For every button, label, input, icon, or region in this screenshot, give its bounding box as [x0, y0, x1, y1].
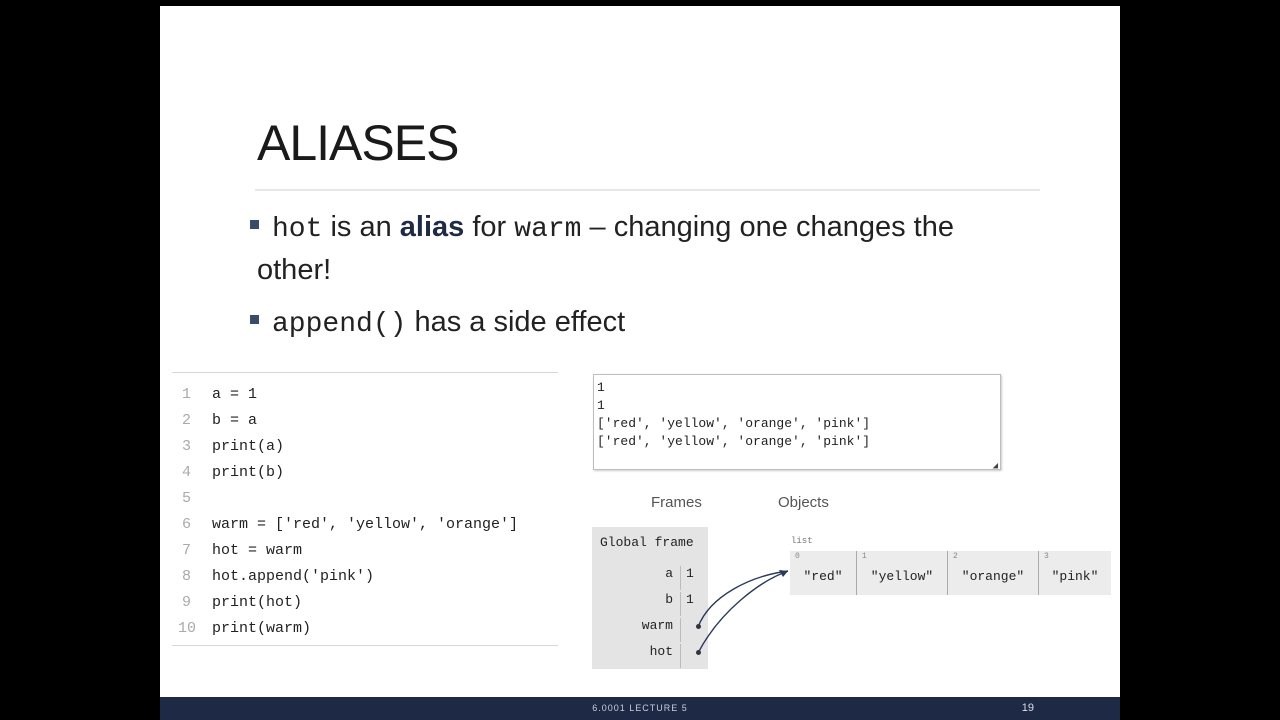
- list-index: 1: [862, 552, 867, 561]
- list-cell: 3"pink": [1039, 551, 1111, 595]
- list-cell: 2"orange": [948, 551, 1039, 595]
- objects-header: Objects: [778, 494, 829, 511]
- code-warm: warm: [514, 214, 582, 245]
- list-cell: 0"red": [790, 551, 857, 595]
- page-number: 19: [1021, 702, 1034, 714]
- text: – changing one changes the: [581, 211, 954, 243]
- line-number: 1: [182, 386, 192, 403]
- bullet-alias: hot is an alias for warm – changing one …: [250, 207, 1050, 290]
- line-number: 9: [182, 594, 192, 611]
- line-number: 10: [178, 620, 197, 637]
- code-source: print(warm): [212, 620, 312, 637]
- frame-var-a: a 1: [592, 566, 708, 592]
- bullet-square-icon: [250, 220, 259, 229]
- list-value: "pink": [1051, 569, 1099, 584]
- reference-arrows: [697, 570, 789, 654]
- text: has a side effect: [406, 306, 626, 338]
- list-value: "yellow": [870, 569, 934, 584]
- resize-handle-icon[interactable]: ◢: [992, 461, 998, 471]
- line-number: 3: [182, 438, 192, 455]
- bullet-append: append() has a side effect: [250, 302, 625, 345]
- slide: ALIASES hot is an alias for warm – chang…: [160, 6, 1120, 720]
- slide-title: ALIASES: [257, 115, 459, 171]
- warm-arrow: [697, 570, 789, 628]
- footer-text: 6.0001 LECTURE 5: [592, 703, 688, 713]
- list-index: 0: [795, 552, 800, 561]
- line-number: 2: [182, 412, 192, 429]
- var-value: 1: [686, 592, 694, 607]
- list-index: 2: [953, 552, 958, 561]
- list-type-label: list: [791, 536, 813, 546]
- code-source: print(b): [212, 464, 285, 481]
- code-source: a = 1: [212, 386, 258, 403]
- list-object: 0"red" 1"yellow" 2"orange" 3"pink": [790, 551, 1111, 595]
- output-line: ['red', 'yellow', 'orange', 'pink']: [597, 416, 871, 431]
- frame-title: Global frame: [600, 535, 694, 550]
- bullet-text: append() has a side effect: [272, 302, 625, 345]
- frames-header: Frames: [651, 494, 702, 511]
- code-source: print(a): [212, 438, 285, 455]
- output-line: ['red', 'yellow', 'orange', 'pink']: [597, 434, 871, 449]
- code-panel: 1 a = 1 2 b = a 3 print(a) 4 print(b) 5 6 war…: [172, 372, 558, 646]
- output-line: 1: [597, 398, 605, 413]
- var-name: a: [665, 566, 673, 581]
- bold-alias: alias: [399, 211, 465, 243]
- code-source: warm = ['red', 'yellow', 'orange']: [212, 516, 519, 533]
- arrowhead-icon: [779, 570, 788, 577]
- list-cell: 1"yellow": [857, 551, 948, 595]
- bullet-square-icon: [250, 315, 259, 324]
- text: is an: [322, 211, 400, 243]
- code-source: hot.append('pink'): [212, 568, 375, 585]
- divider: [680, 566, 681, 590]
- line-number: 4: [182, 464, 192, 481]
- code-append: append(): [272, 309, 407, 340]
- text: for: [464, 211, 515, 243]
- hot-arrow: [697, 570, 789, 654]
- footer-bar: 6.0001 LECTURE 5 19: [160, 697, 1120, 720]
- program-output[interactable]: 1 1 ['red', 'yellow', 'orange', 'pink'] …: [593, 374, 1001, 471]
- line-number: 6: [182, 516, 192, 533]
- divider: [680, 592, 681, 616]
- var-value: 1: [686, 566, 694, 581]
- line-number: 8: [182, 568, 192, 585]
- var-name: b: [665, 592, 673, 607]
- line-number: 7: [182, 542, 192, 559]
- var-name: hot: [649, 644, 673, 659]
- code-source: print(hot): [212, 594, 303, 611]
- code-source: b = a: [212, 412, 258, 429]
- bullet-text: hot is an alias for warm – changing one …: [257, 207, 1050, 290]
- divider: [680, 618, 681, 642]
- code-source: hot = warm: [212, 542, 303, 559]
- global-frame: Global frame a 1 b 1 warm hot: [592, 527, 708, 669]
- var-name: warm: [641, 618, 673, 633]
- list-value: "red": [803, 569, 843, 584]
- code-hot: hot: [272, 214, 323, 245]
- list-index: 3: [1044, 552, 1049, 561]
- output-line: 1: [597, 380, 605, 395]
- frame-var-b: b 1: [592, 592, 708, 618]
- line-number: 5: [182, 490, 192, 507]
- divider: [680, 644, 681, 668]
- list-value: "orange": [961, 569, 1025, 584]
- text: other!: [257, 254, 332, 286]
- title-divider: [255, 189, 1040, 191]
